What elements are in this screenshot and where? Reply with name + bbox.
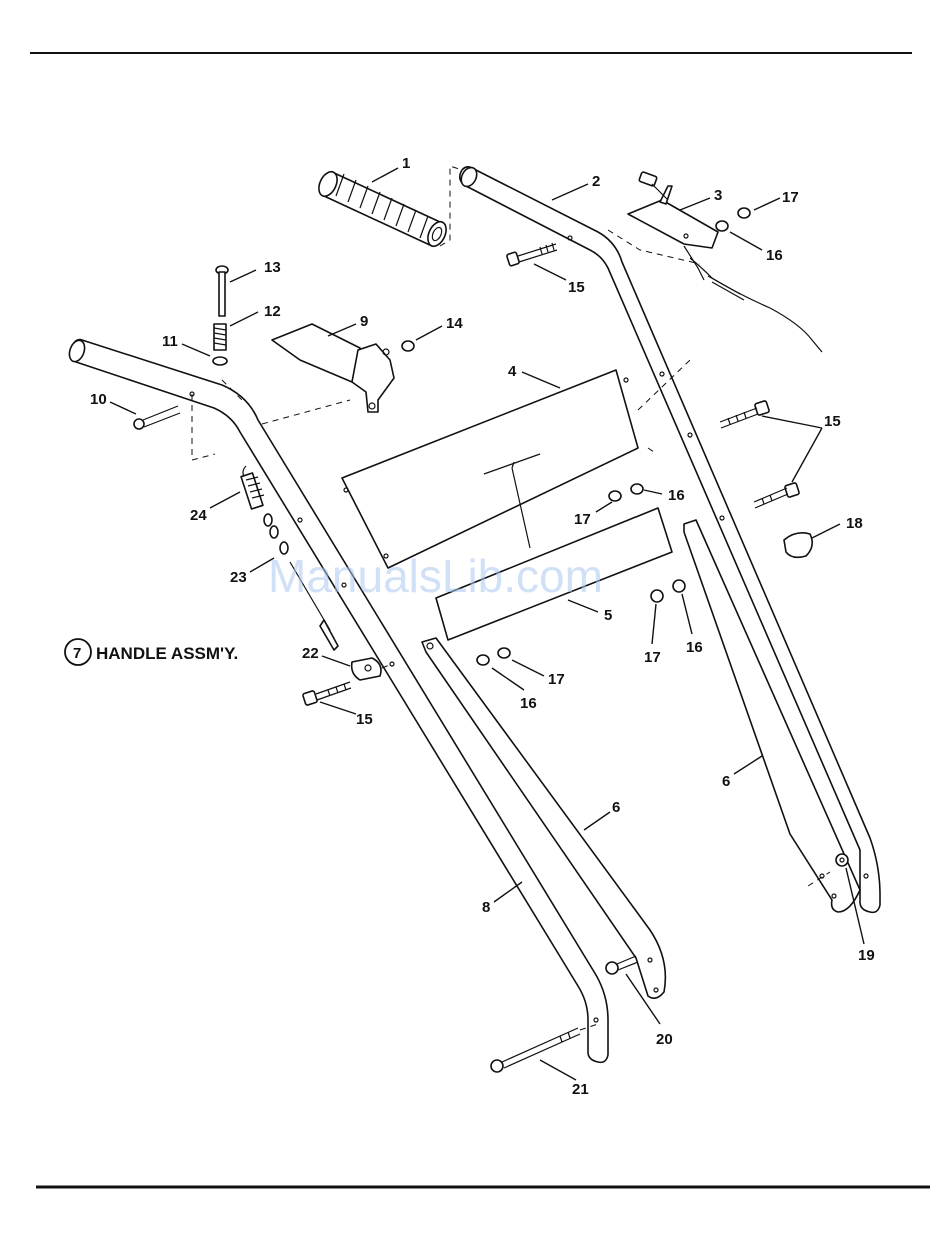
callout-8: 8	[482, 899, 490, 916]
lower-left-bolt	[302, 682, 351, 706]
callout-17: 17	[574, 511, 591, 528]
right-upper-bolt	[720, 400, 770, 428]
callout-10: 10	[90, 391, 107, 408]
lever-nut	[738, 208, 750, 218]
carriage-bolt	[216, 266, 228, 316]
left-brace	[422, 638, 665, 998]
extension-spring	[241, 466, 264, 509]
spring-washer	[213, 357, 227, 365]
callout-18: 18	[846, 515, 863, 532]
callout-1: 1	[402, 155, 410, 172]
callout-21: 21	[572, 1081, 589, 1098]
bracket-nut	[402, 341, 414, 351]
callout-15: 15	[824, 413, 841, 430]
right-lower-bolt	[754, 482, 800, 508]
hose-clamp	[784, 533, 812, 557]
callout-2: 2	[592, 173, 600, 190]
callout-4: 4	[508, 363, 517, 380]
callout-17: 17	[782, 189, 799, 206]
left-nut	[498, 648, 510, 658]
callout-15: 15	[568, 279, 585, 296]
callout-19: 19	[858, 947, 875, 964]
assembly-title-text: HANDLE ASSM'Y.	[96, 644, 238, 663]
assembly-number: 7	[73, 645, 81, 662]
watermark: ManualsLib.com	[268, 550, 603, 602]
callout-22: 22	[302, 645, 319, 662]
callout-6: 6	[722, 773, 730, 790]
callout-16: 16	[766, 247, 783, 264]
callout-9: 9	[360, 313, 368, 330]
callout-24: 24	[190, 507, 207, 524]
callout-16: 16	[686, 639, 703, 656]
mid-washer	[609, 491, 621, 501]
callout-3: 3	[714, 187, 722, 204]
callout-11: 11	[162, 333, 178, 350]
callout-16: 16	[520, 695, 537, 712]
brace-bolt	[606, 956, 638, 974]
callout-17: 17	[644, 649, 661, 666]
compression-spring	[214, 324, 226, 350]
top-bolt	[506, 243, 557, 266]
callout-20: 20	[656, 1031, 673, 1048]
long-bolt	[491, 1028, 580, 1072]
handle-grip	[315, 169, 449, 249]
callout-12: 12	[264, 303, 281, 320]
lever-washer	[716, 221, 728, 231]
callout-14: 14	[446, 315, 463, 332]
callout-16: 16	[668, 487, 685, 504]
callout-13: 13	[264, 259, 281, 276]
callout-17: 17	[548, 671, 565, 688]
lever-bracket	[272, 324, 394, 412]
right-nut	[673, 580, 685, 592]
callout-6: 6	[612, 799, 620, 816]
callout-23: 23	[230, 569, 247, 586]
cable-clip	[352, 658, 381, 680]
mid-nut	[631, 484, 643, 494]
callout-15: 15	[356, 711, 373, 728]
callout-5: 5	[604, 607, 612, 624]
left-washer	[477, 655, 489, 665]
side-bolt	[134, 406, 180, 429]
right-washer	[651, 590, 663, 602]
right-brace	[684, 520, 860, 912]
assembly-title: 7 HANDLE ASSM'Y.	[65, 639, 238, 665]
